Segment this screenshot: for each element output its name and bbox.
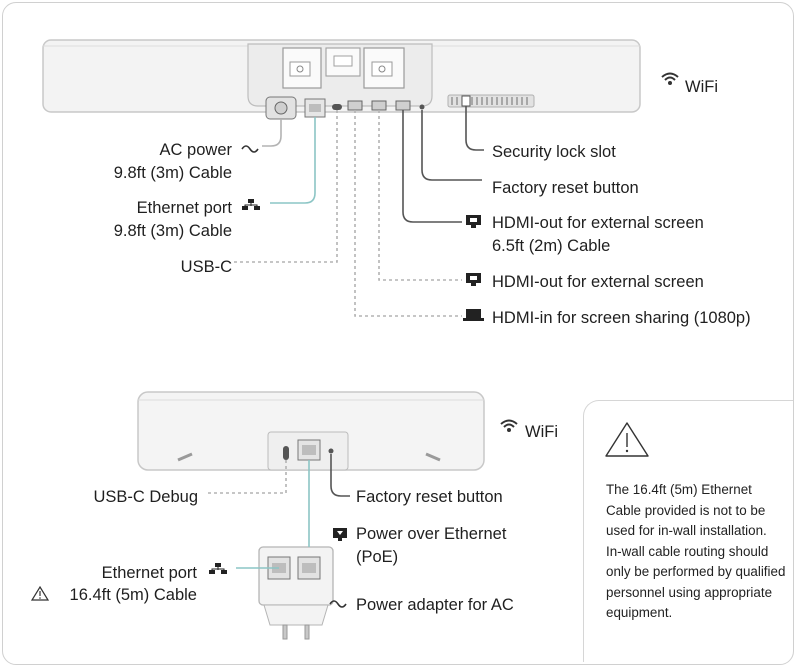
ethernet-cable-label-bottom: 16.4ft (5m) Cable xyxy=(69,586,197,604)
factory-reset-leader-top xyxy=(421,110,482,181)
hdmi-in-port xyxy=(347,100,363,111)
security-lock-leader xyxy=(465,106,484,151)
usbc-debug-label: USB-C Debug xyxy=(93,488,198,506)
hdmi-out-1-leader xyxy=(402,110,462,223)
bottom-leader-lines xyxy=(206,454,350,569)
ac-power-icon xyxy=(329,600,347,608)
ac-power-label: AC power xyxy=(159,141,232,159)
hdmi-out-1-cable-label: 6.5ft (2m) Cable xyxy=(492,237,611,255)
monitor-icon xyxy=(466,215,481,228)
top-leader-lines xyxy=(232,106,484,317)
warning-triangle-icon xyxy=(605,422,649,457)
ethernet-leader-top xyxy=(270,117,316,204)
warning-small-icon xyxy=(30,585,50,601)
wifi-icon xyxy=(500,419,518,432)
usbc-port-top xyxy=(332,104,342,110)
ac-power-leader xyxy=(262,119,282,147)
poe-label-line2: (PoE) xyxy=(356,548,399,566)
ethernet-port-label-bottom: Ethernet port xyxy=(101,564,197,582)
hdmi-out-port-2 xyxy=(371,100,387,111)
mounting-bracket-left xyxy=(282,47,322,89)
ethernet-port-label: Ethernet port xyxy=(136,199,232,217)
hdmi-out-2-leader xyxy=(378,110,462,281)
laptop-icon xyxy=(463,309,484,321)
hdmi-out-1-label: HDMI-out for external screen xyxy=(492,214,704,232)
wifi-label-bottom: WiFi xyxy=(525,423,558,441)
warning-note-text: The 16.4ft (5m) Ethernet Cable provided … xyxy=(606,482,786,620)
mounting-bracket-right xyxy=(363,47,405,89)
security-lock-slot xyxy=(461,95,471,107)
wifi-label-top: WiFi xyxy=(685,78,718,96)
ac-power-icon xyxy=(241,145,259,153)
poe-monitor-icon xyxy=(333,528,347,541)
security-lock-label: Security lock slot xyxy=(492,143,616,161)
warning-note-box xyxy=(583,400,793,662)
usbc-label: USB-C xyxy=(180,258,232,276)
figure-frame xyxy=(2,2,794,665)
usbc-debug-port xyxy=(283,446,289,460)
factory-reset-leader-bottom xyxy=(330,454,350,497)
hdmi-out-port-1 xyxy=(395,100,411,111)
poe-injector xyxy=(258,546,334,640)
bottom-device xyxy=(137,391,485,640)
factory-reset-label-top: Factory reset button xyxy=(492,179,639,197)
hdmi-out-2-label: HDMI-out for external screen xyxy=(492,273,704,291)
factory-reset-pin-top xyxy=(419,104,425,110)
power-adapter-label: Power adapter for AC xyxy=(356,596,514,614)
factory-reset-pin-bottom xyxy=(328,448,334,454)
mounting-bracket-center xyxy=(325,47,361,77)
usbc-debug-leader xyxy=(206,460,287,494)
monitor-icon xyxy=(466,273,481,286)
hdmi-in-leader xyxy=(354,110,462,317)
ac-cable-label: 9.8ft (3m) Cable xyxy=(113,164,232,182)
top-device xyxy=(42,39,641,317)
wifi-icon xyxy=(661,72,679,85)
factory-reset-label-bottom: Factory reset button xyxy=(356,488,503,506)
poe-label-line1: Power over Ethernet xyxy=(356,525,507,543)
usbc-leader-top xyxy=(232,110,338,263)
hdmi-in-label: HDMI-in for screen sharing (1080p) xyxy=(492,309,751,327)
network-icon xyxy=(242,199,260,210)
network-icon xyxy=(209,563,227,574)
speaker-grille xyxy=(447,94,535,108)
ethernet-cable-label: 9.8ft (3m) Cable xyxy=(113,222,232,240)
